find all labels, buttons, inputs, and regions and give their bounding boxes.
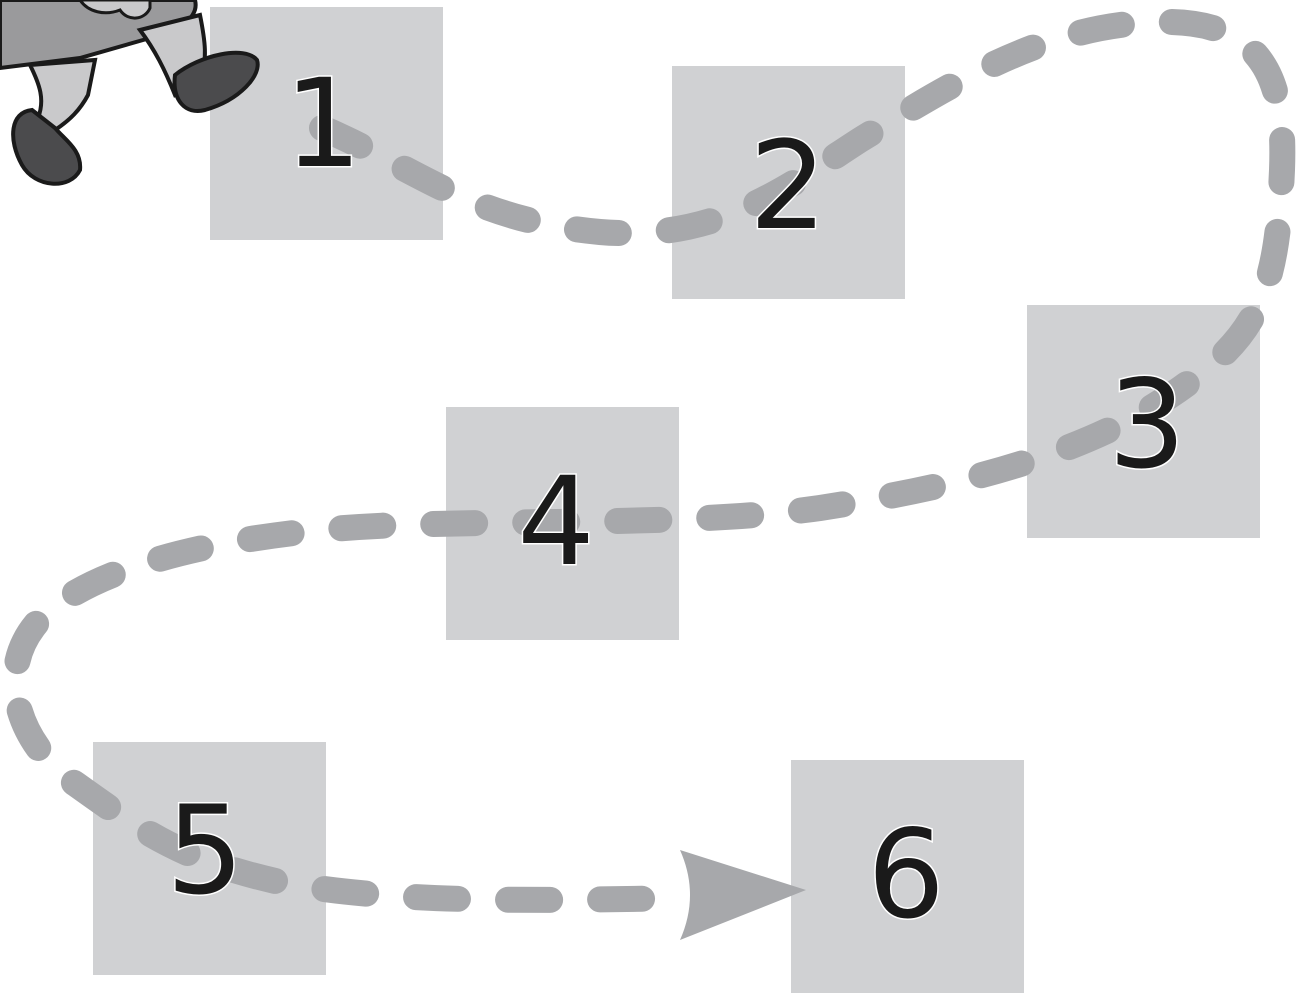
dashed-route: [2, 8, 1296, 913]
step-box-6: [791, 760, 1024, 993]
walking-character-icon: [0, 0, 260, 186]
step-labels: 1 2 3 4 5 6: [165, 52, 1188, 948]
step-label-4: 4: [517, 451, 595, 593]
step-label-2: 2: [749, 115, 827, 257]
step-label-3: 3: [1108, 354, 1186, 496]
step-label-5: 5: [166, 780, 244, 922]
step-label-1: 1: [284, 53, 362, 195]
step-box-5: [93, 742, 326, 975]
step-boxes: [93, 7, 1260, 993]
arrowhead-icon: [680, 850, 806, 940]
step-label-6: 6: [867, 804, 945, 946]
